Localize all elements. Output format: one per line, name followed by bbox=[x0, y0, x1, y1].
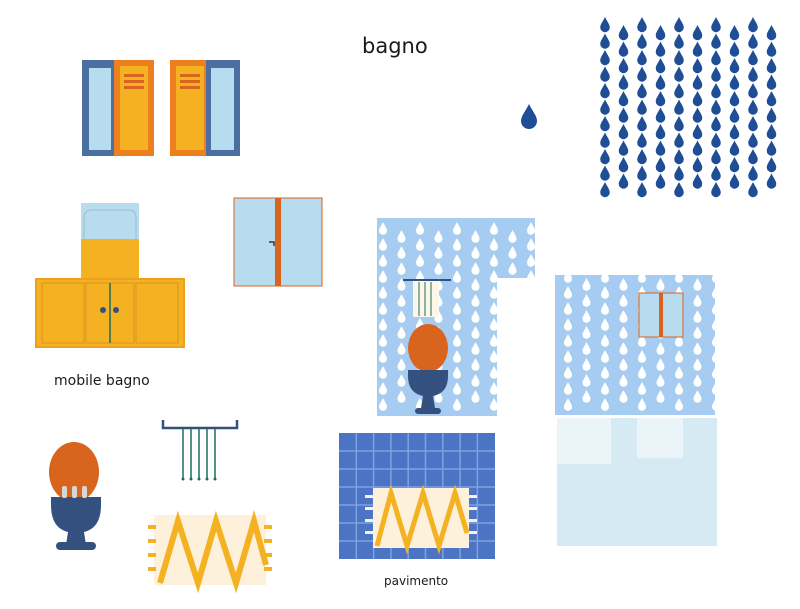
bathroom-cabinet-icon bbox=[35, 203, 185, 348]
wallpaper-icon bbox=[377, 218, 739, 546]
tiled-floor-icon bbox=[339, 433, 495, 559]
window-icon bbox=[233, 197, 323, 287]
page-title: bagno bbox=[362, 34, 428, 58]
toilet-icon bbox=[49, 442, 101, 550]
floor-label: pavimento bbox=[384, 574, 449, 588]
bath-mat-icon bbox=[148, 509, 272, 594]
water-drop-icon bbox=[521, 104, 537, 129]
raindrop-pattern-icon bbox=[600, 17, 777, 198]
cabinet-label: mobile bagno bbox=[54, 373, 150, 389]
shutter-window-icon bbox=[82, 60, 240, 156]
towel-rack-icon bbox=[161, 420, 239, 481]
